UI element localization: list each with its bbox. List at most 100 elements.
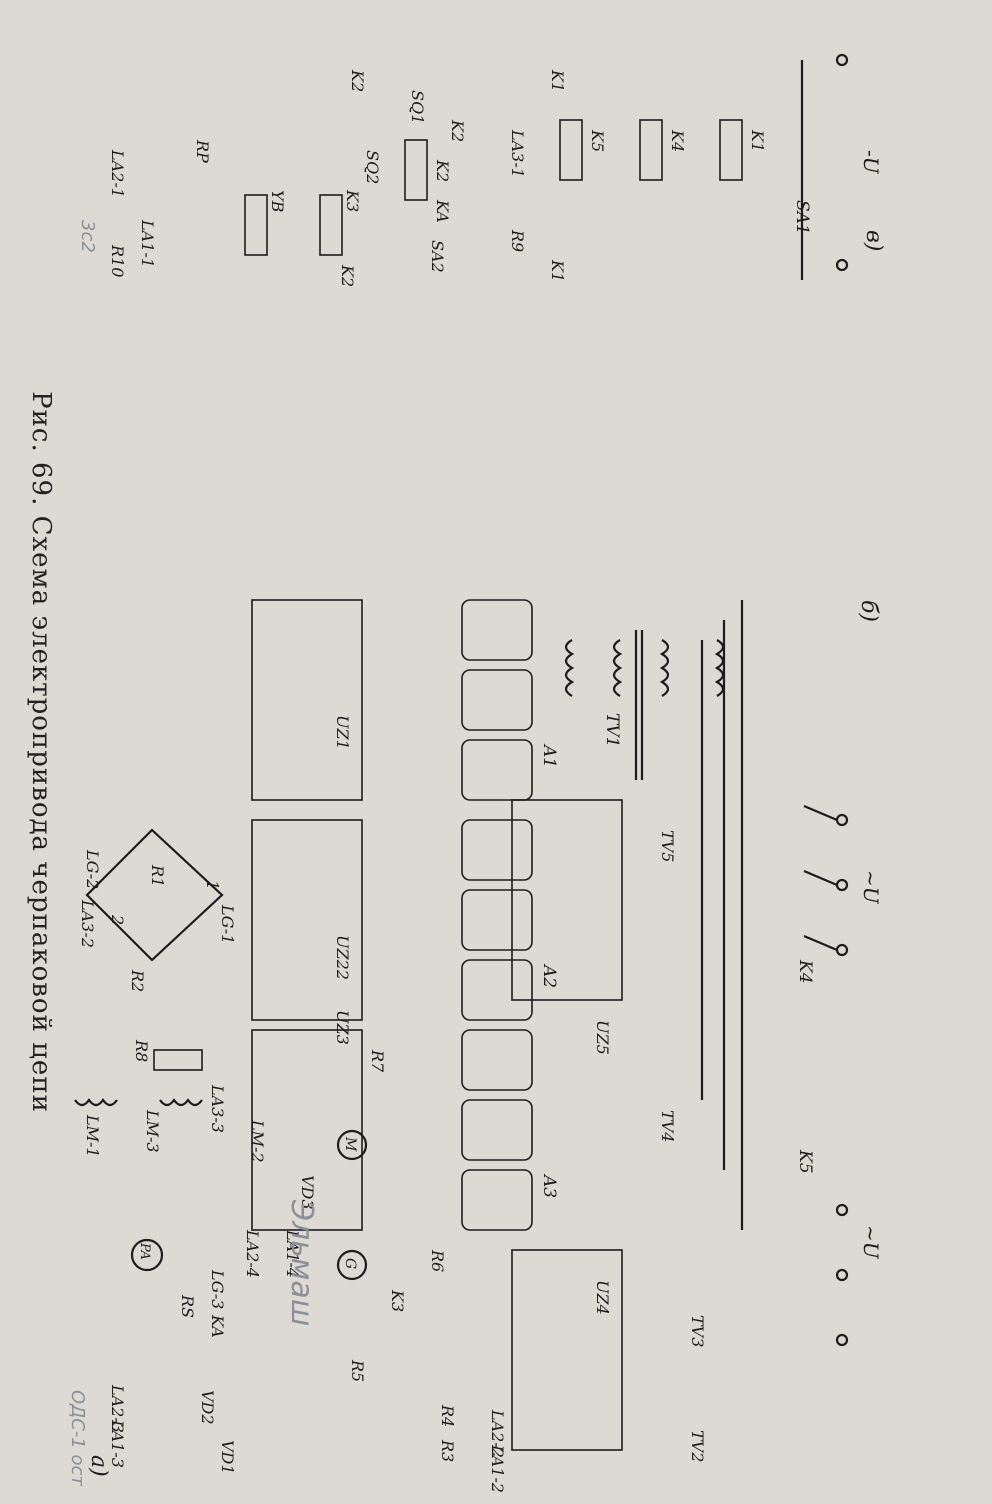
coil-lg3-label: LG-3 — [208, 1269, 227, 1309]
resistor-r10-label: R10 — [108, 244, 127, 277]
panel-c: в) -U SA1 K1 K4 K5 K1 LA3-1 R9 K1 K2 SQ1… — [77, 53, 886, 287]
panel-label-c: в) — [861, 230, 886, 251]
contact-k1-a-label: K1 — [548, 69, 567, 92]
coil-k1-label: K1 — [748, 129, 767, 152]
dc-supply-label-c: -U — [859, 150, 883, 175]
coil-k3-label: K3 — [343, 189, 362, 212]
motor-m-label: M — [342, 1136, 358, 1152]
ac-supply-terminals-b: ~U K4 — [795, 804, 883, 984]
panel-b: б) ~U K4 TV1 — [74, 599, 883, 1231]
handwritten-note-2: 3с2 — [77, 220, 98, 253]
rectifier-uz5-label: UZ5 — [593, 1020, 612, 1055]
transformer-tv2-label: TV2 — [688, 1430, 707, 1462]
field-bridge-lg: 1 2 LG-1 LG-2 R1 R2 — [83, 828, 237, 992]
coil-la3-2-label: LA3-2 — [78, 899, 97, 948]
coil-la1-3-label: LA1-3 — [108, 1419, 127, 1468]
block-a2-label: A2 — [539, 963, 559, 988]
rectifier-uz4-label: UZ4 — [593, 1280, 612, 1315]
contact-la3-1-label: LA3-1 — [508, 129, 527, 178]
node-2-label: 2 — [108, 914, 127, 925]
resistor-r6-label: R6 — [428, 1249, 447, 1272]
handwritten-note-1: Эльмаш — [284, 1199, 319, 1326]
coil-k5-label: K5 — [588, 129, 607, 152]
rectifiers-uz4-uz5: UZ4 UZ5 — [511, 799, 623, 1451]
diode-vd3-label: VD3 — [298, 1175, 317, 1210]
block-a1-label: A1 — [539, 743, 559, 768]
ac-supply-label-a: ~U — [859, 1225, 883, 1260]
resistor-r8-label: R8 — [132, 1039, 151, 1062]
contact-k4-label: K4 — [795, 959, 815, 984]
coil-k4-label: K4 — [668, 129, 687, 152]
contact-ka-label: KA — [433, 199, 452, 223]
node-1-label: 1 — [203, 880, 222, 890]
figure-caption: Рис. 69. Схема электропривода черпаковой… — [26, 391, 56, 1113]
bridge-uz22: UZ22 — [251, 819, 363, 1021]
thyristor-block-a1: A1 — [461, 599, 559, 801]
coil-k2-label: K2 — [433, 159, 452, 182]
bridge-uz3-label: UZ3 — [333, 1010, 352, 1045]
handwritten-note-3: ОДС-1 ост — [67, 1390, 88, 1486]
generator-g-label: G — [342, 1258, 358, 1269]
contact-k2-c-label: K2 — [338, 264, 357, 287]
brake-yb-label: YB — [268, 190, 287, 213]
resistor-r7-label: R7 — [368, 1049, 387, 1073]
resistor-r2-label: R2 — [128, 969, 147, 992]
transformer-tv3-label: TV3 — [688, 1315, 707, 1347]
coil-la1-4-label: LA1-4 — [283, 1229, 302, 1278]
winding-lg1-label: LG-1 — [218, 904, 237, 944]
ammeter-pa-label: PA — [137, 1242, 152, 1260]
transformers-tv2-tv5: TV2 TV3 TV4 TV5 — [658, 830, 707, 1462]
transformer-tv1: TV1 — [564, 630, 725, 780]
contact-k5-label: K5 — [795, 1149, 815, 1174]
generator-motor-circuit: G M LA1-4 LA2-4 LG-3 RS PA LM-2 LM-3 LA3… — [78, 899, 368, 1468]
coil-la2-4-label: LA2-4 — [243, 1229, 262, 1278]
coil-la2-3-label: LA2-3 — [108, 1384, 127, 1433]
diode-vd2-label: VD2 — [198, 1390, 217, 1425]
contact-k2-a-label: K2 — [448, 119, 467, 142]
diode-vd1-label: VD1 — [218, 1440, 237, 1475]
resistor-r4-label: R4 — [438, 1404, 457, 1427]
thyristor-block-a3: A3 — [461, 1029, 559, 1231]
control-circuit: K1 LA3-1 R9 K1 K2 SQ1 K2 KA SA2 SQ2 K2 K… — [108, 69, 567, 287]
panel-a: а) ~U K5 TV2 TV3 TV4 TV5 UZ4 UZ5 LA1-2 L… — [67, 799, 883, 1493]
winding-lg2-label: LG-2 — [83, 849, 102, 889]
transformer-tv1-label: TV1 — [602, 713, 622, 747]
block-a3-label: A3 — [539, 1173, 559, 1198]
thyristor-block-a2: A2 — [461, 819, 559, 1021]
shunt-rs-label: RS — [178, 1294, 197, 1318]
contact-k2-b-label: K2 — [348, 69, 367, 92]
contact-k3-label: K3 — [388, 1289, 407, 1312]
contact-k1-b-label: K1 — [548, 259, 567, 282]
coil-la2-2-label: LA2-2 — [488, 1409, 507, 1458]
coil-lm3-label: LM-3 — [143, 1109, 162, 1153]
resistor-r3-label: R3 — [438, 1439, 457, 1462]
coil-la1-2-label: LA1-2 — [488, 1444, 507, 1493]
panel-label-a: а) — [86, 1455, 111, 1477]
panel-label-b: б) — [856, 600, 881, 622]
coil-la2-1-label: LA2-1 — [108, 149, 127, 198]
contactor-coils-k1-k4-k5: K1 K4 K5 — [559, 119, 767, 181]
coil-la3-3-label: LA3-3 — [208, 1084, 227, 1133]
coil-lm2-label: LM-2 — [248, 1119, 267, 1163]
potentiometer-rp-label: RP — [193, 139, 212, 163]
switch-sa2-label: SA2 — [428, 240, 447, 273]
ac-supply-label-b: ~U — [859, 870, 883, 905]
bridge-uz1: UZ1 — [251, 599, 363, 801]
bridge-uz22-label: UZ22 — [333, 935, 352, 980]
resistor-r5-label: R5 — [348, 1359, 367, 1382]
motor-field-circuit: R8 LA3-3 LM-1 — [74, 1039, 227, 1158]
switch-sq2-label: SQ2 — [363, 150, 382, 184]
switch-sq1-label: SQ1 — [408, 90, 427, 124]
transformer-tv5-label: TV5 — [658, 830, 677, 862]
schematic-drawing: б) ~U K4 TV1 — [67, 53, 886, 1493]
bridge-uz3: UZ3 — [251, 1010, 363, 1231]
coil-lm1-label: LM-1 — [83, 1114, 102, 1158]
resistor-r1-label: R1 — [148, 864, 167, 887]
resistor-r9-label: R9 — [508, 229, 527, 252]
transformer-tv4-label: TV4 — [658, 1110, 677, 1142]
bridge-uz1-label: UZ1 — [333, 715, 352, 750]
coil-la1-1-label: LA1-1 — [138, 219, 157, 268]
field-winding-branches: LA1-2 LA2-2 R3 R4 R5 R6 R7 K3 KA VD1 VD2… — [198, 1049, 507, 1493]
